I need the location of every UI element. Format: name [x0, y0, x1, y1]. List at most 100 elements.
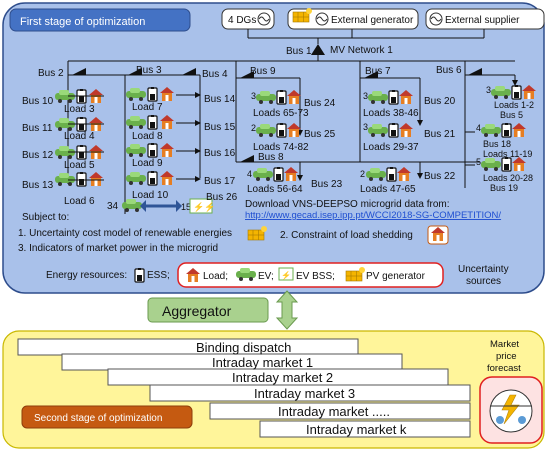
dgs-label: 4 DGs	[228, 15, 256, 26]
aggregator-box	[147, 297, 269, 323]
load8-label: Load 8	[132, 131, 163, 142]
bus26-label: Bus 26	[206, 192, 238, 203]
step-intraday-k: Intraday market k	[306, 422, 407, 437]
market-steps: Binding dispatch Intraday market 1 Intra…	[17, 338, 471, 438]
bus3-label: Bus 3	[136, 65, 162, 76]
bus18-label: Bus 18	[483, 139, 511, 149]
stage1-title: First stage of optimization	[20, 16, 145, 28]
svg-text:⚡⚡: ⚡⚡	[193, 201, 215, 213]
stage2-title-box	[21, 405, 193, 429]
bus9-label: Bus 9	[250, 66, 276, 77]
mv-transformer-icon	[311, 44, 325, 55]
load5-label: Load 5	[64, 160, 95, 171]
ev-bss-icon	[189, 198, 213, 214]
far-loads: Loads 20-28	[483, 173, 533, 183]
svg-text:⚡: ⚡	[281, 270, 291, 280]
resources-label: Energy resources:	[46, 270, 127, 281]
bus22-label: Bus 22	[424, 171, 456, 182]
right-count: 3	[363, 91, 368, 101]
far-count: 5	[476, 157, 481, 167]
bus1-label: Bus 1	[286, 46, 312, 57]
load10-label: Load 10	[132, 190, 169, 201]
stage1-title-box	[9, 8, 191, 32]
bus25-label: Bus 25	[304, 129, 336, 140]
ev-count: 34	[107, 201, 119, 212]
bss-count: 15	[181, 202, 191, 212]
mid-count: 4	[247, 169, 252, 179]
mid-loads: Loads 74-82	[253, 142, 309, 153]
load7-label: Load 7	[132, 102, 163, 113]
supplier-label: External supplier	[445, 15, 520, 26]
bus20-label: Bus 20	[424, 96, 456, 107]
step-intraday-1: Intraday market 1	[212, 355, 313, 370]
ac-source-icon	[257, 12, 271, 26]
far-count: 4	[476, 123, 481, 133]
step-box	[149, 384, 471, 402]
pv-legend: PV generator	[366, 271, 426, 282]
step-box	[17, 338, 359, 356]
far-loads: Loads 11-19	[483, 149, 532, 159]
ess-label: ESS;	[147, 270, 170, 281]
forecast-line-1: Market	[490, 339, 519, 350]
ess-icon	[134, 267, 145, 283]
bus15-label: Bus 15	[204, 122, 236, 133]
bus21-label: Bus 21	[424, 129, 456, 140]
left-row: Bus 13 Load 6 Load 10 Bus 17	[22, 170, 236, 207]
far-count: 3	[486, 85, 491, 95]
mid-count: 2	[251, 123, 256, 133]
bus10-label: Bus 10	[22, 96, 54, 107]
bus6-label: Bus 6	[436, 65, 462, 76]
step-binding-dispatch: Binding dispatch	[196, 340, 291, 355]
aggregator-arrow	[275, 290, 299, 330]
uncertainty-line-1: Uncertainty	[458, 264, 509, 275]
generator-box	[287, 8, 419, 30]
right-count: 3	[363, 122, 368, 132]
evbss-legend: EV BSS;	[296, 271, 335, 282]
uncertainty-line-2: sources	[466, 276, 501, 287]
bus11-label: Bus 11	[22, 123, 53, 134]
supplier-box	[425, 8, 545, 30]
bus13-label: Bus 13	[22, 180, 54, 191]
right-count: 2	[360, 169, 365, 179]
left-row: Bus 11 Load 4 Load 8 Bus 15	[22, 114, 236, 142]
step-intraday-n: Intraday market .....	[278, 404, 390, 419]
bus7-label: Bus 7	[365, 66, 391, 77]
right-loads: Loads 29-37	[363, 142, 419, 153]
far-loads: Loads 1-2	[494, 100, 534, 110]
mid-count: 3	[251, 91, 256, 101]
left-row: Bus 12 Load 5 Load 9 Bus 16	[22, 142, 236, 171]
load6-label: Load 6	[64, 196, 95, 207]
bus17-label: Bus 17	[204, 176, 236, 187]
aggregator-label: Aggregator	[162, 303, 232, 319]
step-intraday-2: Intraday market 2	[232, 370, 333, 385]
bus14-label: Bus 14	[204, 94, 236, 105]
bus8-label: Bus 8	[258, 152, 284, 163]
step-box	[259, 420, 471, 438]
download-link[interactable]: http://www.gecad.isep.ipp.pt/WCCI2018-SG…	[245, 210, 501, 221]
mv-network-label: MV Network 1	[330, 45, 393, 56]
subject-item-2: 2. Constraint of load shedding	[280, 230, 413, 241]
bus16-label: Bus 16	[204, 148, 236, 159]
forecast-line-3: forecast	[487, 363, 521, 374]
bus24-label: Bus 24	[304, 98, 336, 109]
subject-item-1: 1. Uncertainty cost model of renewable e…	[18, 228, 232, 239]
subject-heading: Subject to:	[22, 212, 69, 223]
bus5-label: Bus 5	[500, 110, 523, 120]
load3-label: Load 3	[64, 104, 95, 115]
right-loads: Loads 38-46	[363, 108, 419, 119]
load9-label: Load 9	[132, 158, 163, 169]
bus4-label: Bus 4	[202, 69, 228, 80]
bus2-label: Bus 2	[38, 68, 64, 79]
forecast-line-2: price	[496, 351, 517, 362]
bus23-label: Bus 23	[311, 179, 343, 190]
step-intraday-3: Intraday market 3	[254, 386, 355, 401]
generator-label: External generator	[331, 15, 414, 26]
subject-item-3: 3. Indicators of market power in the mic…	[18, 243, 218, 254]
load-legend: Load;	[203, 271, 228, 282]
load4-label: Load 4	[64, 131, 95, 142]
bus19-label: Bus 19	[490, 183, 518, 193]
bus12-label: Bus 12	[22, 150, 54, 161]
stage2-title: Second stage of optimization	[34, 413, 162, 424]
step-box	[209, 402, 471, 420]
